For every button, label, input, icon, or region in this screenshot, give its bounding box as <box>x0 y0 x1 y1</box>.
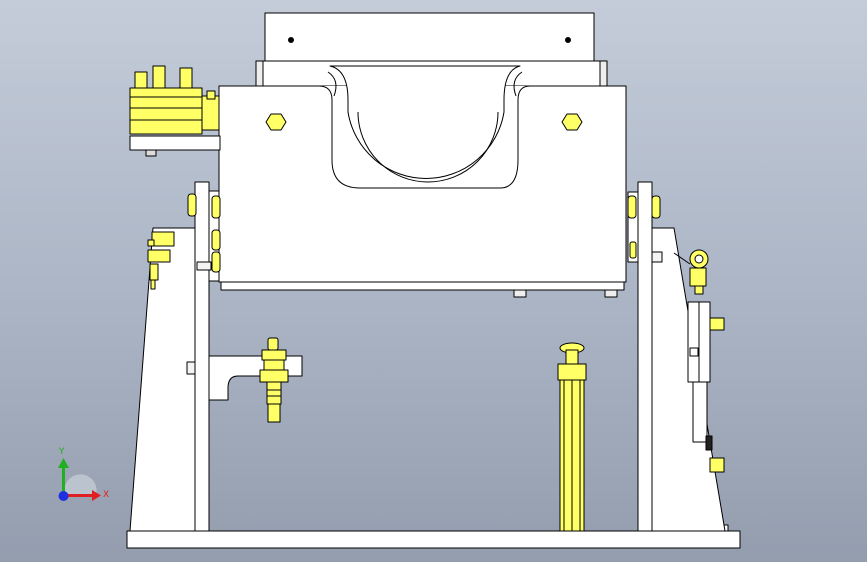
vertical-support-pin[interactable] <box>557 342 587 532</box>
z-axis-origin <box>58 491 69 501</box>
coordinate-triad: X Y <box>58 447 109 501</box>
y-axis-arrowhead <box>58 458 69 468</box>
locating-pin[interactable] <box>259 337 289 423</box>
pivot-bushing-left[interactable] <box>187 193 221 273</box>
x-axis-arrowhead <box>92 490 101 501</box>
side-fitting-left[interactable] <box>147 231 175 290</box>
x-axis-label: X <box>103 490 109 500</box>
pivot-bushing-right[interactable] <box>627 195 661 259</box>
body-hex-bolt-right[interactable] <box>561 113 583 131</box>
body-hex-bolt-left[interactable] <box>265 113 287 131</box>
y-axis-label: Y <box>58 447 65 457</box>
fixture-body[interactable] <box>218 65 627 298</box>
y-axis-arrow <box>62 467 65 496</box>
x-axis-arrow <box>63 494 93 497</box>
valve-manifold[interactable] <box>129 65 221 157</box>
side-cylinder-right[interactable] <box>673 249 725 473</box>
